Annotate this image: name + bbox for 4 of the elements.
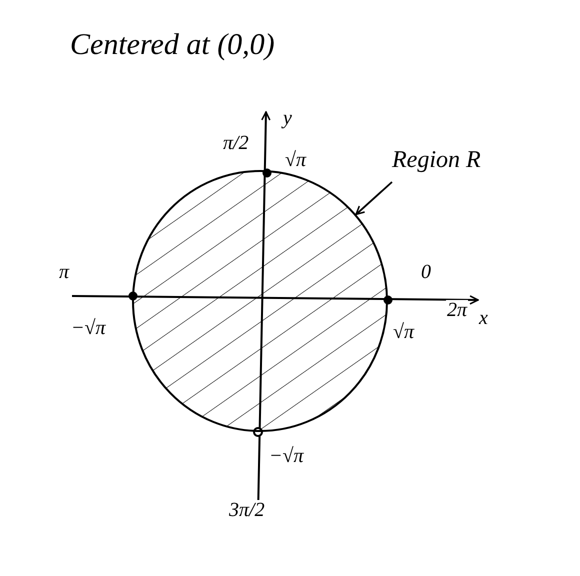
title: Centered at (0,0) xyxy=(70,30,275,60)
hatched-region xyxy=(132,170,388,432)
region-label: Region R xyxy=(392,148,482,172)
leader-arrow xyxy=(355,181,393,216)
